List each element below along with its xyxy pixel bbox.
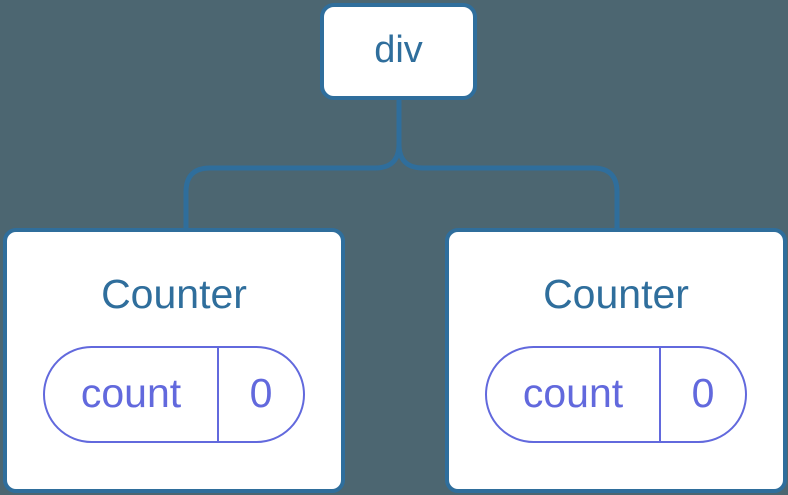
state-key: count — [522, 370, 624, 416]
connector-right-branch — [396, 100, 620, 229]
root-node-label: div — [374, 28, 423, 71]
state-badge-divider — [217, 348, 219, 441]
connector-left-branch — [183, 100, 402, 229]
component-node-counter-2: Counter count 0 — [445, 228, 787, 493]
state-badge: count 0 — [485, 346, 747, 443]
state-value: 0 — [249, 370, 273, 416]
state-badge-divider — [659, 348, 661, 441]
state-value: 0 — [691, 370, 715, 416]
root-node-div: div — [320, 3, 477, 100]
state-key: count — [80, 370, 182, 416]
component-title: Counter — [543, 271, 689, 317]
state-badge: count 0 — [43, 346, 305, 443]
component-node-counter-1: Counter count 0 — [3, 228, 345, 493]
component-title: Counter — [101, 271, 247, 317]
